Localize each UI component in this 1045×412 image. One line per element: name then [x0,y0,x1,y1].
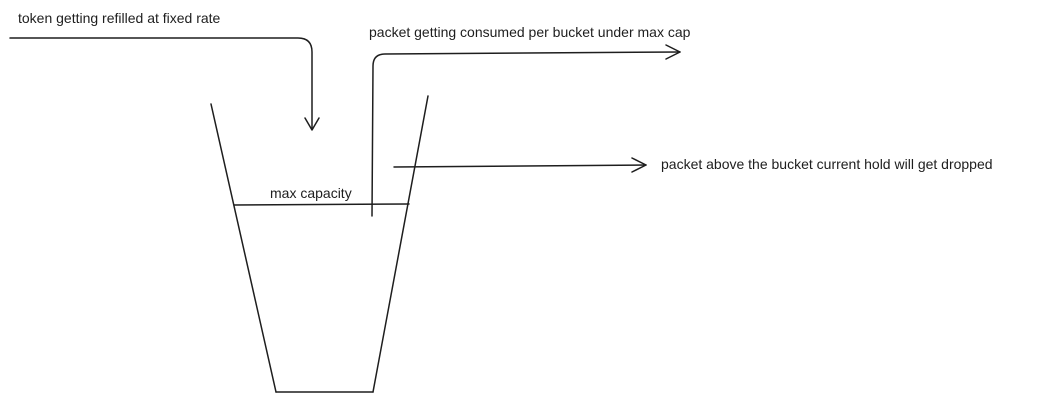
max-capacity-label: max capacity [270,185,352,201]
dropped-arrow-shaft [393,164,647,168]
refill-arrow [9,37,320,131]
refill-label: token getting refilled at fixed rate [18,10,221,26]
bucket [210,95,429,393]
bucket-right-wall [372,95,429,393]
dropped-arrow [393,157,647,173]
consumed-arrowhead-icon [665,44,681,60]
refill-arrowhead-icon [304,117,320,131]
refill-arrow-shaft [9,37,313,130]
bucket-left-wall [210,103,277,393]
dropped-arrowhead-icon [631,157,647,173]
consumed-arrow [371,44,681,217]
consumed-label: packet getting consumed per bucket under… [369,24,691,40]
max-capacity-line [233,203,410,206]
dropped-label: packet above the bucket current hold wil… [661,156,993,172]
consumed-arrow-shaft [371,51,681,217]
